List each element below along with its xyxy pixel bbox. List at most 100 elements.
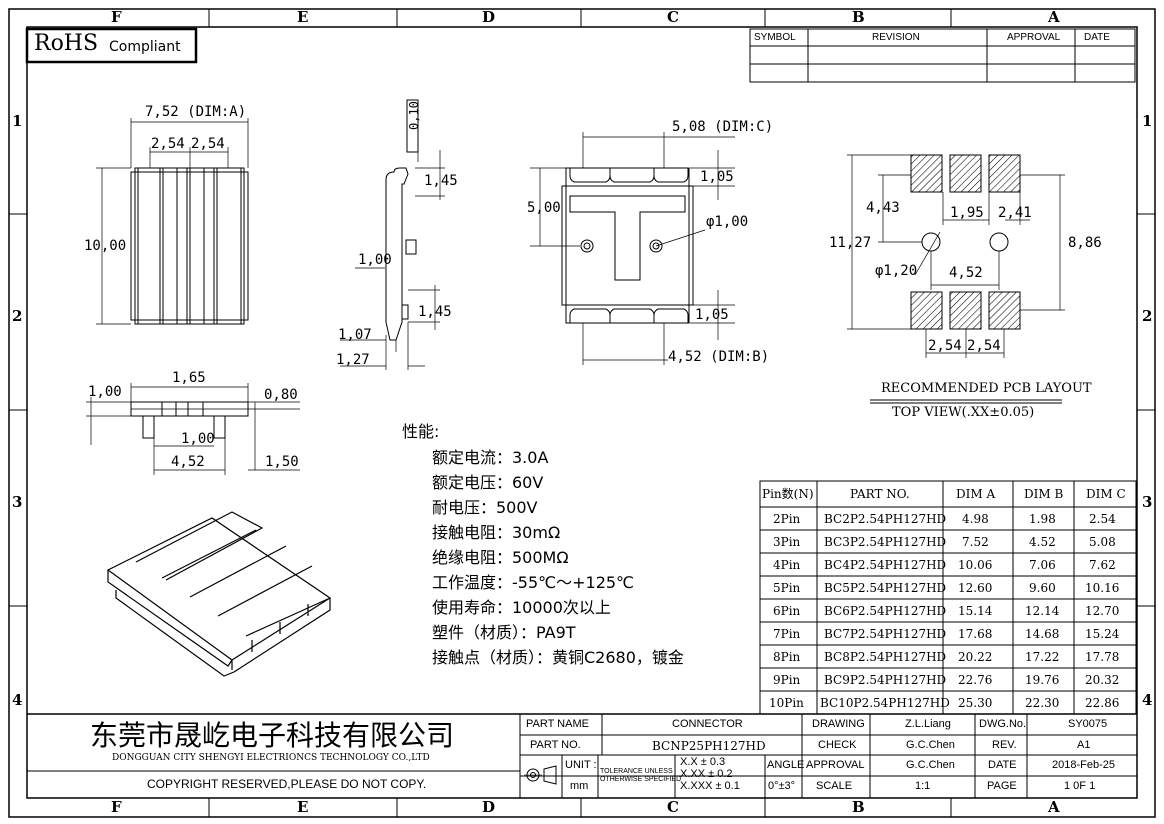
table-cell: 22.76 (958, 673, 993, 687)
front-pitch-dim-1: 2,54 (151, 136, 185, 152)
pcb-pitch-dim-1: 2,54 (928, 338, 962, 354)
side-top-dim: 1,45 (424, 173, 458, 189)
zone-label-right-3: 3 (1142, 493, 1153, 511)
side-view (340, 99, 445, 370)
pcb-layout (847, 154, 1065, 404)
table-cell: 14.68 (1025, 627, 1060, 641)
front-view (96, 118, 249, 325)
tolerance-value: X.X ± 0.3 (680, 756, 726, 768)
zone-label-left-1: 1 (12, 112, 23, 130)
pcb-hole-distance-dim: 4,52 (949, 265, 983, 281)
table-cell: 12.14 (1025, 604, 1060, 618)
part-no-value: BCNP25PH127HD (652, 739, 766, 753)
unit-value: mm (570, 780, 589, 792)
table-cell: 22.86 (1085, 696, 1120, 710)
table-cell: 5Pin (773, 581, 801, 595)
table-cell: 15.24 (1085, 627, 1120, 641)
zone-label-bottom-f: F (111, 798, 122, 816)
rohs-mark: RoHS (34, 31, 99, 56)
zone-label-top-c: C (667, 8, 679, 26)
zone-dividers (9, 9, 1155, 817)
projection-symbol (524, 765, 557, 785)
revision-header-approval: APPROVAL (1007, 32, 1061, 43)
unit-label: UNIT : (565, 759, 597, 771)
pcb-pad-width-dim: 2,41 (998, 205, 1032, 221)
copyright-notice: COPYRIGHT RESERVED,PLEASE DO NOT COPY. (147, 777, 427, 791)
zone-label-right-1: 1 (1142, 112, 1153, 130)
rev-value: A1 (1077, 739, 1091, 751)
table-cell: 10.16 (1085, 581, 1120, 595)
side-thickness-dim: 0,10 (407, 101, 421, 130)
table-cell: BC4P2.54PH127HD (824, 558, 947, 572)
zone-label-right-2: 2 (1142, 307, 1153, 325)
dwg-no-value: SY0075 (1068, 718, 1108, 730)
table-cell: 2Pin (773, 512, 801, 526)
bottom-gap-dim: 1,05 (695, 307, 729, 323)
zone-label-bottom-d: D (482, 798, 496, 816)
zone-label-top-a: A (1048, 8, 1060, 26)
bottom-width-dim: 5,08 (DIM:C) (672, 119, 774, 135)
zone-label-top-e: E (297, 8, 309, 26)
side-mid-dim: 1,00 (358, 252, 392, 268)
front-pitch-dim-2: 2,54 (191, 136, 225, 152)
spec-line: 接触电阻：30mΩ (432, 523, 561, 542)
table-cell: 4.98 (962, 512, 989, 526)
part-name-label: PART NAME (526, 718, 589, 730)
spec-line: 耐电压：500V (432, 498, 538, 517)
date-label: DATE (988, 759, 1017, 771)
front-width-dim: 7,52 (DIM:A) (145, 104, 247, 120)
tolerance-label-2: OTHERWISE SPECIFIED (600, 776, 682, 783)
part-table-header: PART NO. (850, 487, 910, 501)
company-name-cn: 东莞市晟屹电子科技有限公司 (90, 719, 455, 752)
isometric-view (106, 511, 332, 677)
drawing-frame (8, 8, 1156, 818)
lower-top-dim: 1,00 (88, 384, 122, 400)
revision-block-grid (749, 28, 1136, 83)
table-cell: 9Pin (773, 673, 801, 687)
part-no-label: PART NO. (530, 739, 581, 751)
drawing-label: DRAWING (812, 718, 865, 730)
pcb-gap-dim: 1,95 (950, 205, 984, 221)
dwg-no-label: DWG.No. (979, 718, 1027, 730)
table-cell: 10Pin (769, 696, 804, 710)
revision-header-revision: REVISION (872, 32, 920, 43)
table-cell: BC10P2.54PH127HD (820, 696, 950, 710)
zone-label-top-d: D (482, 8, 496, 26)
bottom-height-dim: 5,00 (527, 200, 561, 216)
tolerance-value: X.XXX ± 0.1 (680, 780, 740, 792)
table-cell: BC9P2.54PH127HD (824, 673, 947, 687)
lower-right-dim: 0,80 (264, 387, 298, 403)
specs-title: 性能: (402, 422, 440, 441)
table-cell: 1.98 (1029, 512, 1056, 526)
bottom-top-gap-dim: 1,05 (700, 169, 734, 185)
lower-width-dim: 1,65 (172, 370, 206, 386)
approval-label: APPROVAL (806, 759, 865, 771)
company-name-en: DONGGUAN CITY SHENGYI ELECTRIONCS TECHNO… (112, 753, 430, 763)
table-cell: 7.52 (962, 535, 989, 549)
table-cell: BC8P2.54PH127HD (824, 650, 947, 664)
tolerance-label-1: TOLERANCE UNLESS (600, 768, 673, 775)
check-by: G.C.Chen (906, 739, 955, 751)
check-label: CHECK (818, 739, 857, 751)
zone-label-left-2: 2 (12, 307, 23, 325)
pcb-span-dim: 8,86 (1068, 235, 1102, 251)
zone-label-bottom-b: B (852, 798, 865, 816)
spec-line: 塑件（材质）：PA9T (432, 623, 576, 642)
side-bottom-dim: 1,45 (418, 304, 452, 320)
table-cell: 12.70 (1085, 604, 1120, 618)
table-cell: 6Pin (773, 604, 801, 618)
bottom-hole-dim: φ1,00 (706, 214, 749, 230)
bottom-view (530, 132, 735, 365)
spec-line: 额定电流：3.0A (432, 448, 549, 467)
page-value: 1 0F 1 (1064, 780, 1096, 792)
lower-mid-dim: 1,00 (181, 431, 215, 447)
table-cell: 9.60 (1029, 581, 1056, 595)
front-height-dim: 10,00 (84, 238, 127, 254)
table-cell: 12.60 (958, 581, 993, 595)
part-table-header: DIM A (956, 487, 996, 501)
table-cell: 17.68 (958, 627, 993, 641)
rohs-compliant-label: Compliant (109, 39, 181, 55)
date-value: 2018-Feb-25 (1052, 759, 1115, 771)
table-cell: BC6P2.54PH127HD (824, 604, 947, 618)
table-cell: 25.30 (958, 696, 993, 710)
